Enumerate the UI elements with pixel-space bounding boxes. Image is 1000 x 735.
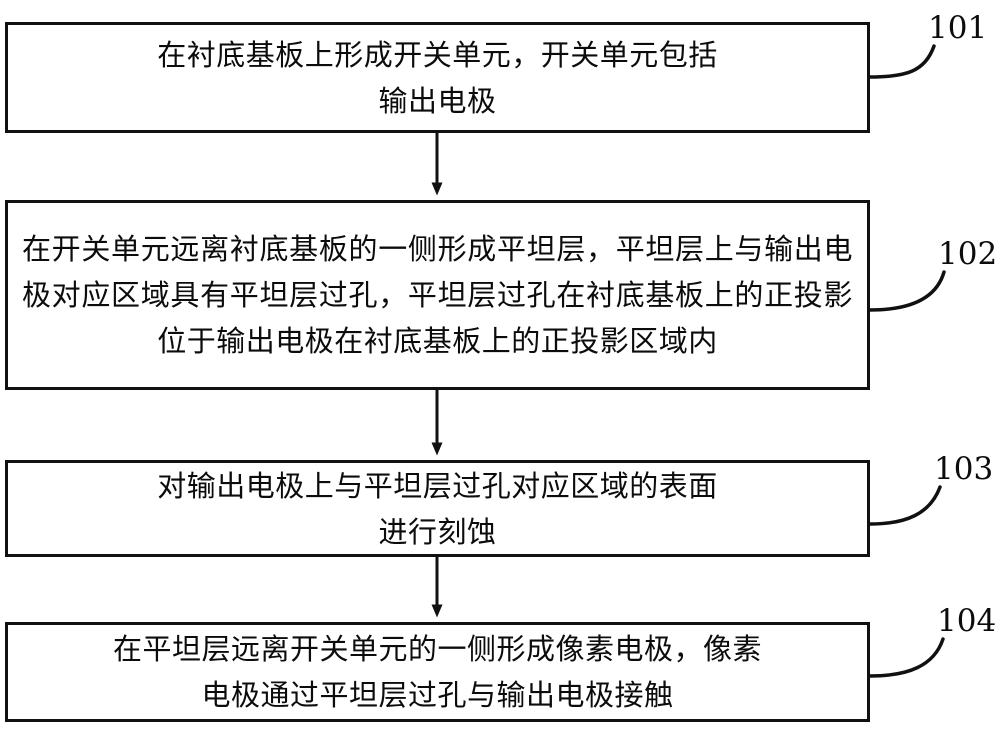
ref-number-102: 102: [938, 236, 998, 272]
ref-number-104: 104: [937, 603, 997, 639]
ref-number-101: 101: [928, 10, 988, 46]
leader-line-102: [868, 270, 946, 312]
flowchart-step-103-text: 对输出电极上与平坦层过孔对应区域的表面 进行刻蚀: [157, 468, 718, 549]
flowchart-step-104[interactable]: 在平坦层远离开关单元的一侧形成像素电极，像素 电极通过平坦层过孔与输出电极接触: [5, 622, 870, 722]
leader-line-103: [868, 485, 942, 526]
flowchart-step-102[interactable]: 在开关单元远离衬底基板的一侧形成平坦层，平坦层上与输出电极对应区域具有平坦层过孔…: [5, 200, 870, 390]
flowchart-step-101-text: 在衬底基板上形成开关单元，开关单元包括 输出电极: [157, 37, 718, 118]
flowchart-step-104-text: 在平坦层远离开关单元的一侧形成像素电极，像素 电极通过平坦层过孔与输出电极接触: [112, 632, 762, 712]
leader-line-104: [868, 637, 945, 678]
flowchart-step-103[interactable]: 对输出电极上与平坦层过孔对应区域的表面 进行刻蚀: [5, 460, 870, 557]
flowchart-step-102-text: 在开关单元远离衬底基板的一侧形成平坦层，平坦层上与输出电极对应区域具有平坦层过孔…: [22, 232, 853, 358]
ref-number-103: 103: [934, 451, 994, 487]
leader-line-101: [868, 44, 936, 79]
flowchart-step-101[interactable]: 在衬底基板上形成开关单元，开关单元包括 输出电极: [5, 22, 870, 133]
